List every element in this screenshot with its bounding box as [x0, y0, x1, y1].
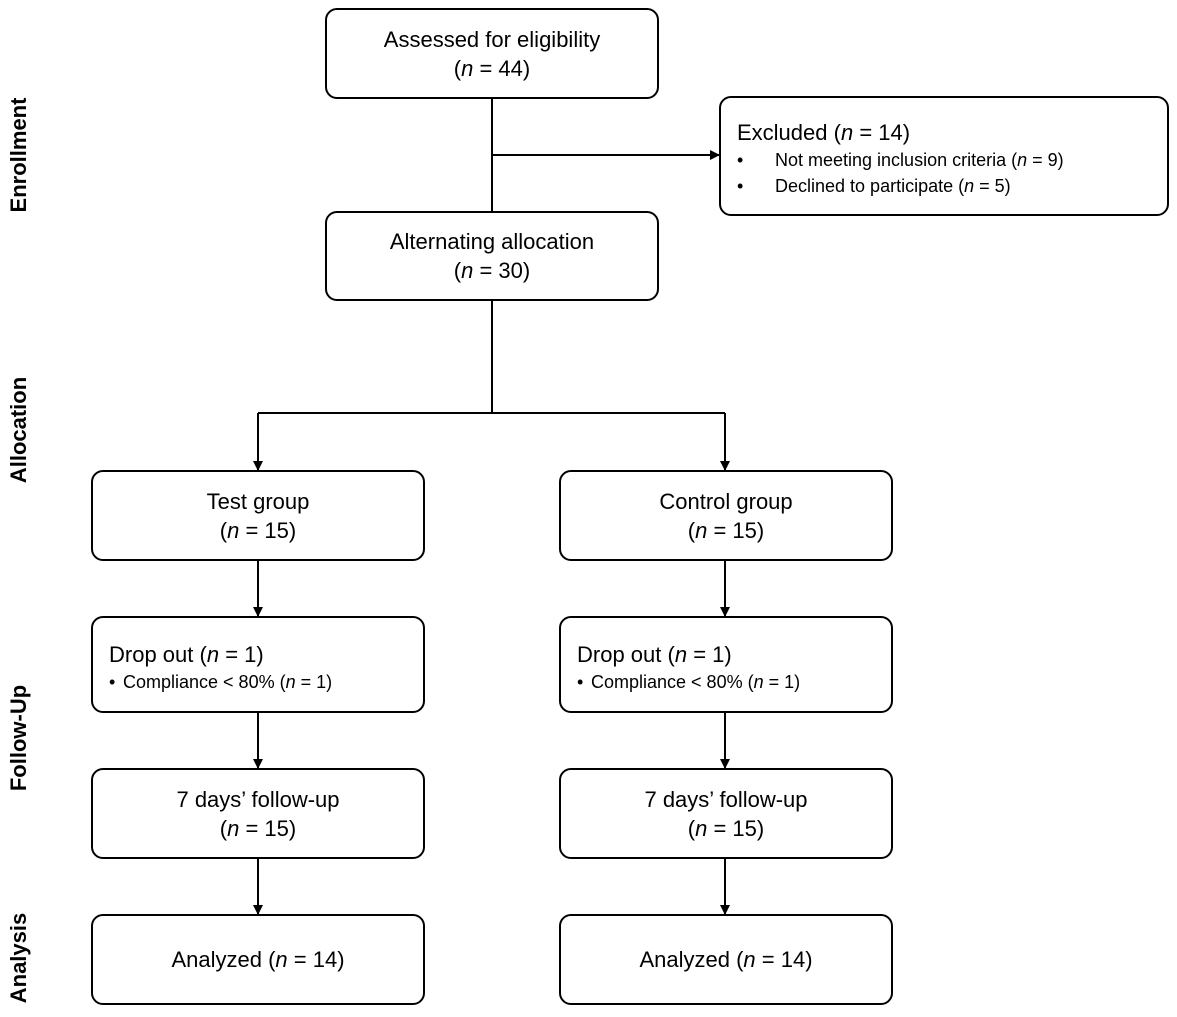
control-followup-title: 7 days’ follow-up — [644, 786, 808, 812]
excluded-item-inclusion: •Not meeting inclusion criteria (n = 9) — [737, 150, 1064, 170]
test-dropout-reason: •Compliance < 80% (n = 1) — [109, 672, 333, 692]
control-dropout-reason: •Compliance < 80% (n = 1) — [577, 672, 801, 692]
test-followup-count: (n = 15) — [219, 815, 297, 841]
allocation-box: Alternating allocation (n = 30) — [325, 211, 659, 301]
control-dropout-box: Drop out (n = 1) •Compliance < 80% (n = … — [559, 616, 893, 713]
test-group-title: Test group — [206, 488, 310, 514]
allocation-count: (n = 30) — [453, 258, 531, 283]
test-group-box: Test group (n = 15) — [91, 470, 425, 561]
excluded-title: Excluded (n = 14) — [737, 120, 911, 145]
control-group-title: Control group — [659, 488, 793, 514]
test-group-count: (n = 15) — [219, 517, 297, 543]
control-group-box: Control group (n = 15) — [559, 470, 893, 561]
allocation-title: Alternating allocation — [389, 229, 595, 254]
excluded-box: Excluded (n = 14) •Not meeting inclusion… — [719, 96, 1169, 216]
test-analyzed-box: Analyzed (n = 14) — [91, 914, 425, 1005]
control-followup-count: (n = 15) — [687, 815, 765, 841]
stage-label-enrollment: Enrollment — [6, 97, 31, 213]
assessed-box: Assessed for eligibility (n = 44) — [325, 8, 659, 99]
control-followup-box: 7 days’ follow-up (n = 15) — [559, 768, 893, 859]
stage-label-analysis: Analysis — [6, 912, 31, 1004]
test-dropout-title: Drop out (n = 1) — [109, 642, 264, 667]
control-dropout-title: Drop out (n = 1) — [577, 642, 732, 667]
assessed-title: Assessed for eligibility — [383, 26, 601, 52]
control-analyzed-label: Analyzed (n = 14) — [639, 947, 813, 972]
test-followup-box: 7 days’ follow-up (n = 15) — [91, 768, 425, 859]
test-dropout-box: Drop out (n = 1) •Compliance < 80% (n = … — [91, 616, 425, 713]
excluded-item-declined: •Declined to participate (n = 5) — [737, 176, 1011, 196]
stage-label-followup: Follow-Up — [6, 684, 31, 792]
control-group-count: (n = 15) — [687, 517, 765, 543]
control-analyzed-box: Analyzed (n = 14) — [559, 914, 893, 1005]
assessed-count: (n = 44) — [453, 55, 531, 81]
test-analyzed-label: Analyzed (n = 14) — [171, 947, 345, 972]
stage-label-allocation: Allocation — [6, 376, 31, 484]
test-followup-title: 7 days’ follow-up — [176, 786, 340, 812]
